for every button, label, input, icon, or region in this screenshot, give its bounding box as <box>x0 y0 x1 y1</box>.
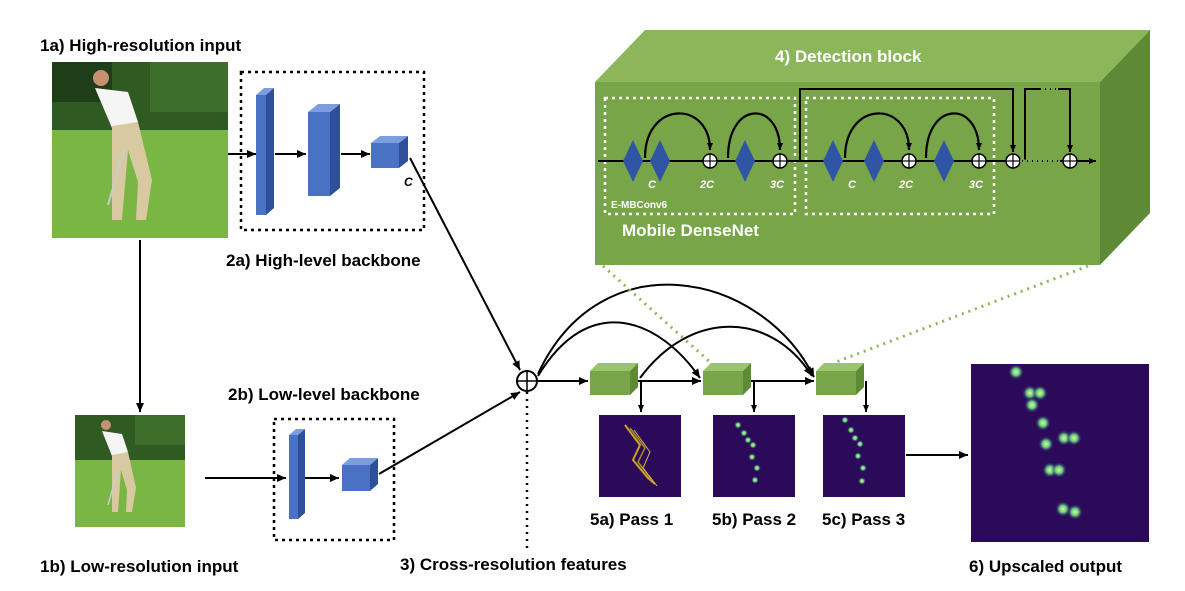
high-res-input-label: 1a) High-resolution input <box>40 36 241 55</box>
dense-sum-node-3 <box>901 153 917 169</box>
channel-label-c5: 2C <box>898 179 914 191</box>
channel-label-c1: C <box>648 179 657 191</box>
channel-label-c4: C <box>848 179 857 191</box>
channel-label-c6: 3C <box>969 179 984 191</box>
high-level-to-fusion-arrow <box>409 157 521 371</box>
low-level-backbone-label: 2b) Low-level backbone <box>228 385 420 404</box>
detection-block-pass1 <box>590 363 638 395</box>
skip-connection-to-pass3 <box>537 283 815 378</box>
low-level-backbone-box <box>272 417 396 542</box>
low-res-input-image <box>75 415 185 527</box>
high-level-backbone-box <box>239 70 426 232</box>
dense-sum-node-2 <box>772 153 788 169</box>
backbone-channel-label: C <box>404 175 413 189</box>
dense-long-skip-2b <box>1058 88 1073 152</box>
upscaled-output-heatmap <box>971 364 1149 542</box>
e-mbconv-group-1 <box>603 96 797 216</box>
dense-sum-node-4 <box>971 153 987 169</box>
detection-block-pass3 <box>816 363 864 395</box>
mbconv-diamond-2 <box>650 140 670 182</box>
pass2-label: 5b) Pass 2 <box>712 510 796 529</box>
projection-line-left <box>601 264 712 364</box>
upscaled-output-label: 6) Upscaled output <box>969 557 1122 576</box>
backbone-conv-block-3 <box>371 136 408 168</box>
dense-sum-node-6 <box>1062 153 1078 169</box>
mbconv-diamond-6 <box>934 140 954 182</box>
low-level-to-fusion-arrow <box>378 391 521 475</box>
dense-skip-arc-4 <box>924 112 982 159</box>
mbconv-diamond-4 <box>823 140 843 182</box>
dense-long-skip-1 <box>799 88 1016 161</box>
e-mbconv-group-2 <box>804 96 996 216</box>
high-level-backbone-label: 2a) High-level backbone <box>226 251 421 270</box>
pass1-heatmap <box>599 415 681 497</box>
dense-skip-arc-1 <box>643 112 713 159</box>
channel-label-c3: 3C <box>770 179 785 191</box>
dense-sum-node-1 <box>702 153 718 169</box>
dense-skip-arc-2 <box>726 112 783 159</box>
cross-resolution-label: 3) Cross-resolution features <box>400 555 627 574</box>
dense-long-skip-2a <box>1024 88 1040 161</box>
low-backbone-conv-block-2 <box>342 458 378 491</box>
skip-connection-to-pass2 <box>537 321 701 379</box>
e-mbconv-label: E-MBConv6 <box>611 200 668 211</box>
mbconv-diamond-5 <box>864 140 884 182</box>
dense-skip-arc-3 <box>843 112 912 159</box>
low-res-input-label: 1b) Low-resolution input <box>40 557 239 576</box>
mobile-densenet-label: Mobile DenseNet <box>622 221 759 240</box>
channel-label-c2: 2C <box>699 179 715 191</box>
pass1-label: 5a) Pass 1 <box>590 510 673 529</box>
mbconv-diamond-1 <box>623 140 643 182</box>
dense-sum-node-5 <box>1005 153 1021 169</box>
high-res-input-image <box>52 62 228 238</box>
backbone-conv-block-2 <box>308 104 340 196</box>
mbconv-diamond-3 <box>735 140 755 182</box>
pass3-heatmap <box>823 415 905 497</box>
backbone-conv-block-1 <box>256 88 274 215</box>
pass2-heatmap <box>713 415 795 497</box>
detection-block-pass2 <box>703 363 751 395</box>
projection-line-right <box>835 264 1089 364</box>
detection-block-label: 4) Detection block <box>775 47 922 66</box>
skip-connection-pass1-to-pass3 <box>639 325 813 379</box>
pass3-label: 5c) Pass 3 <box>822 510 905 529</box>
low-backbone-conv-block-1 <box>289 429 305 519</box>
fusion-sum-node <box>516 370 538 392</box>
